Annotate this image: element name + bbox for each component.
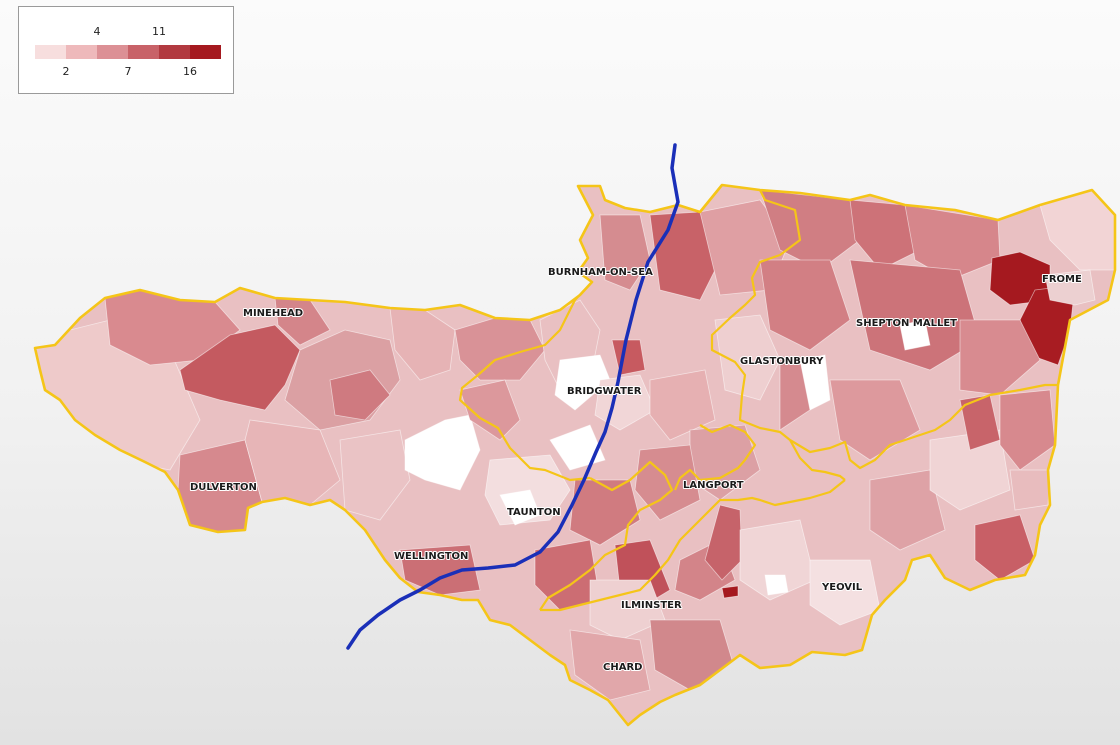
- area-taunton-white: [499, 489, 541, 526]
- legend-swatch-2: [66, 45, 97, 59]
- area-ilminster: [589, 579, 666, 641]
- area-wiveliscombe: [339, 429, 411, 521]
- label-taunton: TAUNTON: [507, 507, 561, 518]
- area-quantocks: [329, 369, 391, 421]
- label-bridgwater: BRIDGWATER: [567, 386, 642, 397]
- legend-tick-7: 7: [124, 65, 132, 78]
- area-yeovil-east: [869, 469, 946, 551]
- area-yeovil-dark: [721, 585, 739, 599]
- legend-swatch-1: [35, 45, 66, 59]
- area-bruton: [1009, 469, 1051, 511]
- area-milborne-port: [974, 514, 1036, 581]
- label-dulverton: DULVERTON: [190, 482, 257, 493]
- area-shepton-mallet: [849, 259, 981, 371]
- district-boundaries: [458, 184, 1058, 612]
- map-legend: 4 11 2 7 16: [18, 6, 234, 94]
- legend-tick-11: 11: [152, 25, 166, 38]
- label-frome: FROME: [1042, 274, 1082, 285]
- legend-tick-16: 16: [183, 65, 197, 78]
- area-somerton: [829, 379, 921, 461]
- label-minehead: MINEHEAD: [243, 308, 303, 319]
- area-exmoor-dark: [179, 324, 301, 411]
- label-yeovil: YEOVIL: [821, 582, 863, 593]
- area-yeovil: [809, 559, 881, 626]
- label-ilminster: ILMINSTER: [621, 600, 682, 611]
- area-taunton-east: [569, 479, 641, 546]
- county-outline: [33, 183, 1117, 727]
- area-burnham: [599, 214, 651, 291]
- area-chard: [569, 629, 651, 701]
- area-mendip-north: [849, 199, 921, 271]
- legend-swatch-3: [97, 45, 128, 59]
- legend-swatch-4: [128, 45, 159, 59]
- area-shepton-white: [899, 319, 931, 351]
- label-langport: LANGPORT: [683, 480, 744, 491]
- area-street: [779, 359, 811, 431]
- area-wellington: [399, 544, 481, 596]
- legend-tick-2: 2: [62, 65, 70, 78]
- legend-tick-4: 4: [93, 25, 101, 38]
- area-yeovil-white: [764, 574, 789, 596]
- place-labels: MINEHEAD BURNHAM-ON-SEA FROME SHEPTON MA…: [189, 266, 1083, 674]
- label-wellington: WELLINGTON: [394, 551, 468, 562]
- label-glastonbury: GLASTONBURY: [740, 356, 824, 367]
- area-frome-town: [1044, 269, 1096, 306]
- area-bridgwater-white: [554, 354, 611, 411]
- area-shepton-west: [759, 259, 851, 351]
- label-burnham-on-sea: BURNHAM-ON-SEA: [548, 267, 653, 278]
- area-evercreech: [959, 319, 1041, 396]
- label-shepton-mallet: SHEPTON MALLET: [856, 318, 957, 329]
- label-chard: CHARD: [603, 662, 642, 673]
- area-yeovil-west: [739, 519, 816, 601]
- area-north-petherton: [459, 379, 521, 441]
- area-isle-brewers: [704, 504, 743, 581]
- legend-swatch-5: [159, 45, 190, 59]
- area-glastonbury: [714, 314, 781, 401]
- legend-swatch-6: [190, 45, 221, 59]
- motorway-route: [346, 143, 680, 650]
- area-taunton-west-white: [404, 414, 481, 491]
- area-castle-cary: [999, 389, 1056, 471]
